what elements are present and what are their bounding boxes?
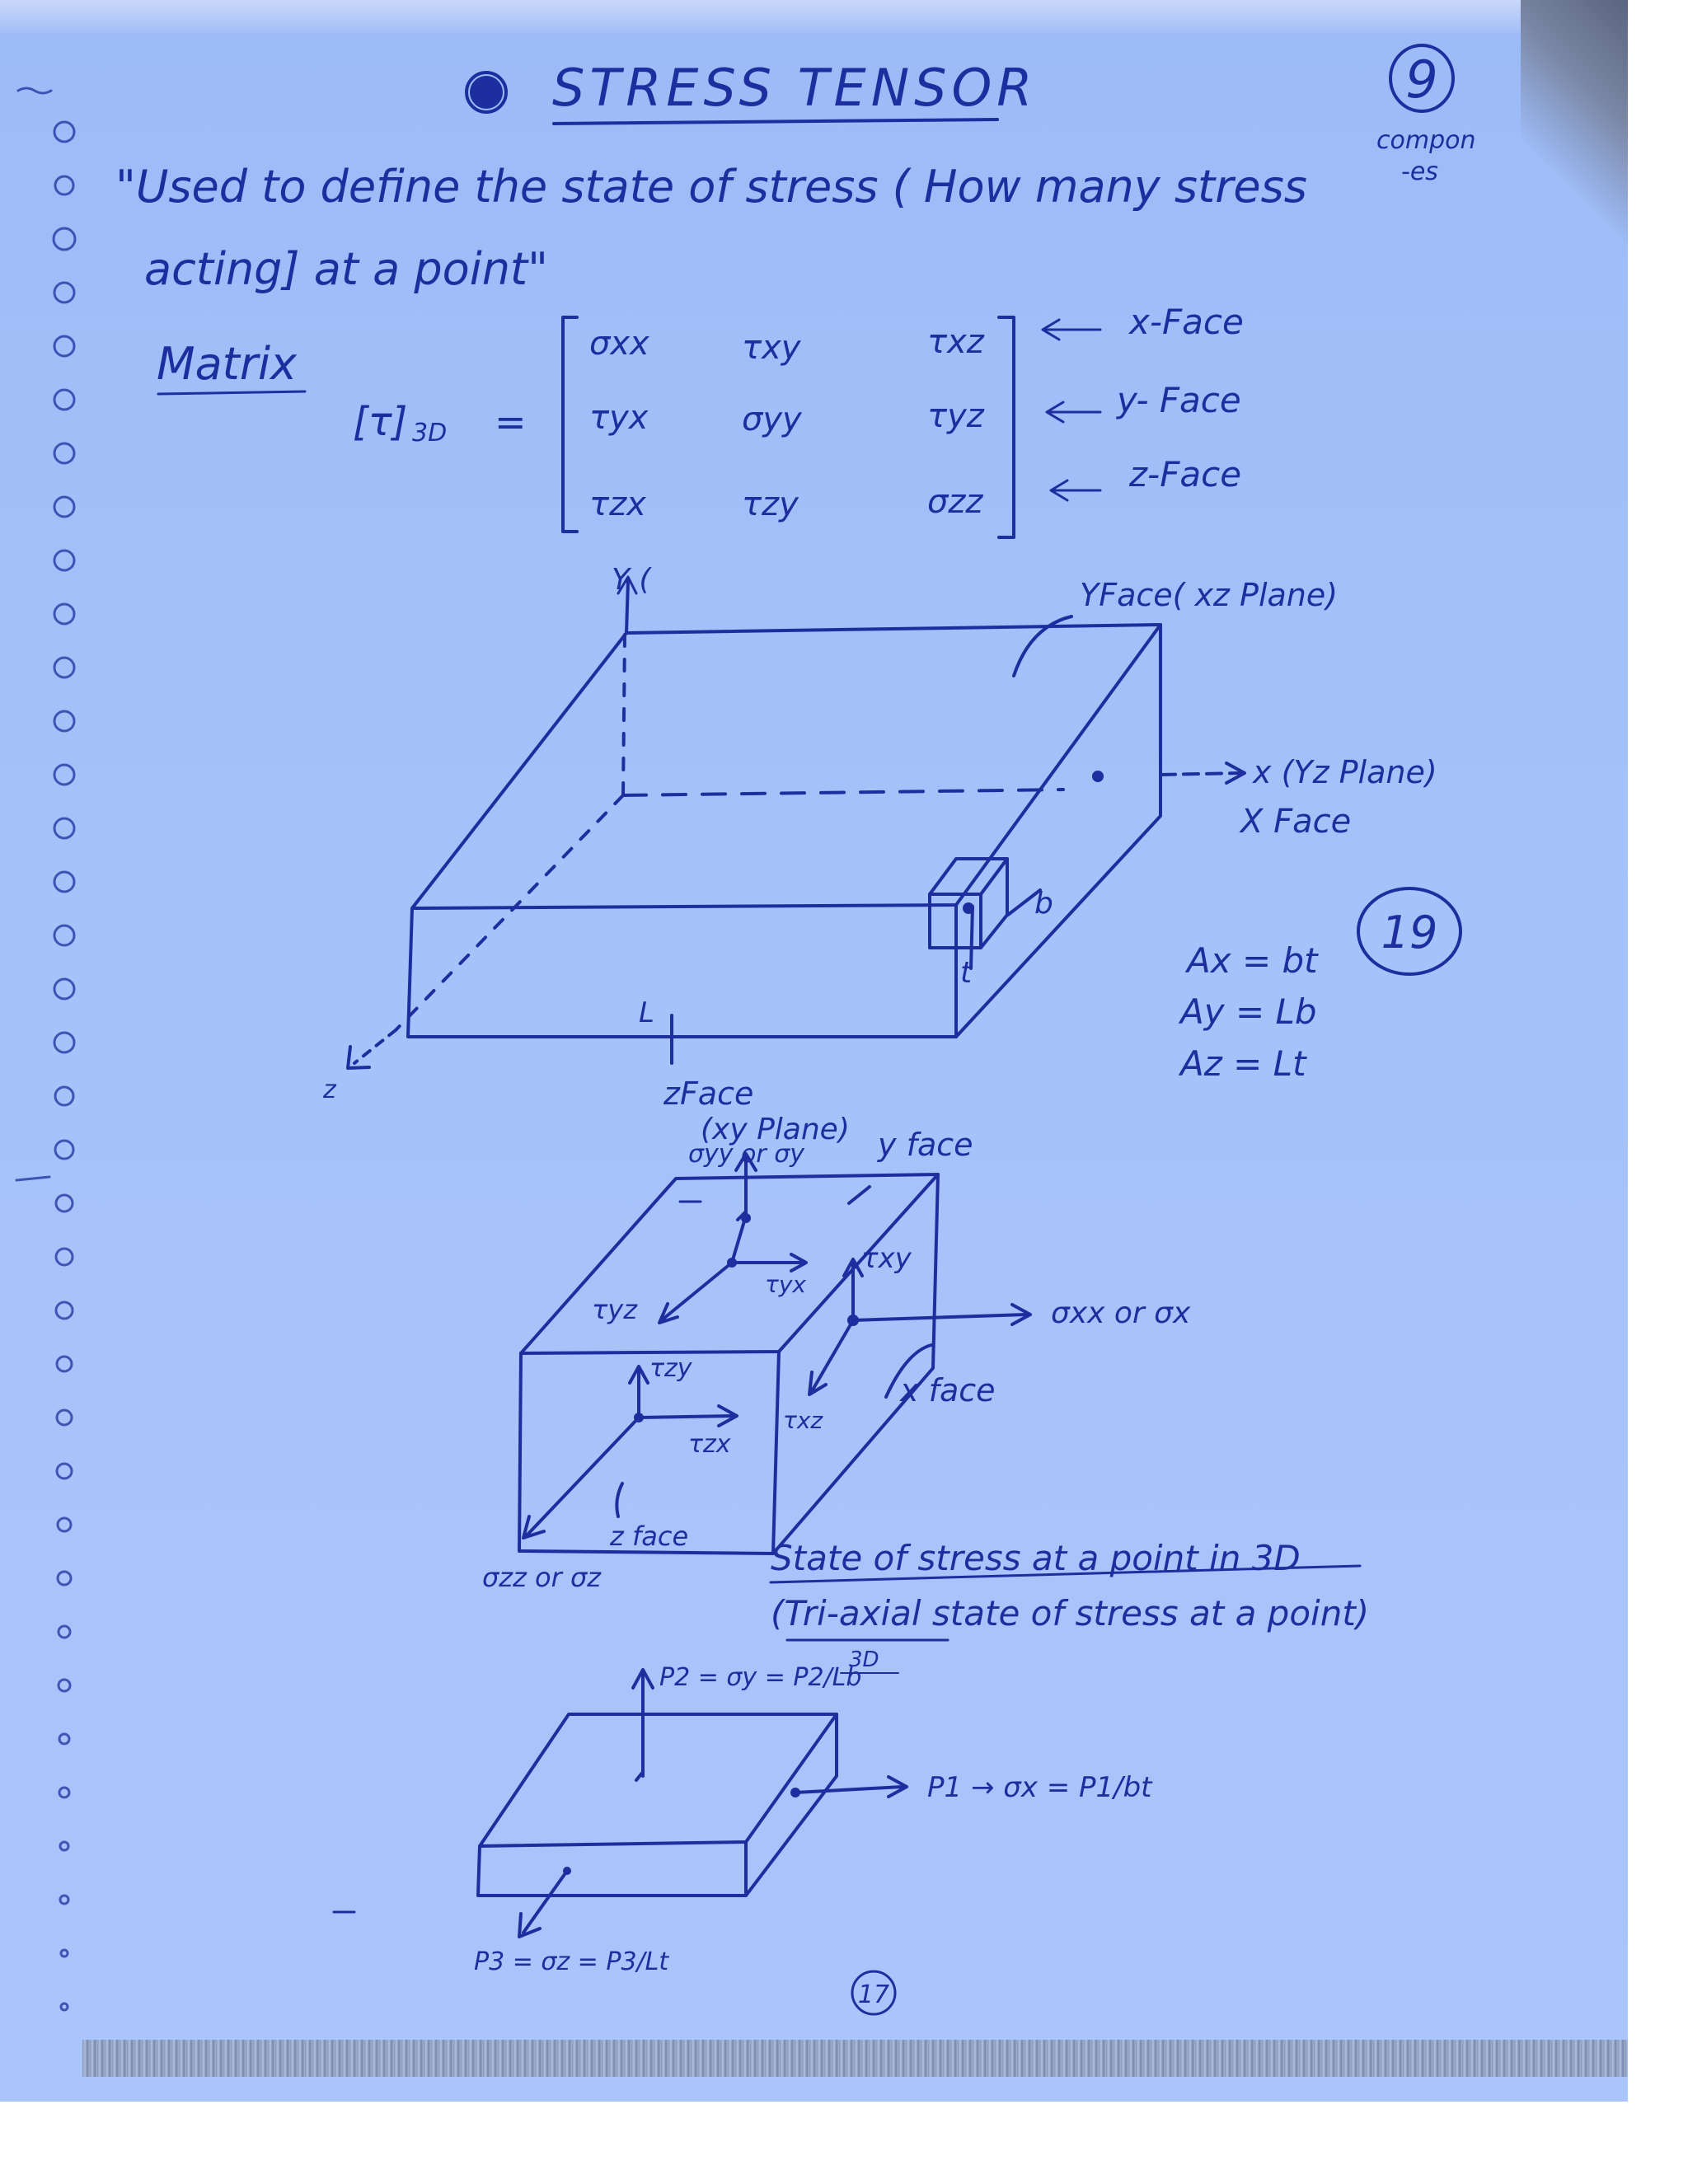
spiral-binding xyxy=(15,87,77,2012)
matrix-heading-underline xyxy=(157,390,307,396)
matrix-right-bracket xyxy=(997,316,1015,539)
matrix-heading: Matrix xyxy=(157,338,298,390)
tau-yz-label: τyz xyxy=(592,1294,638,1325)
tau-xy-label: τxy xyxy=(861,1242,912,1275)
matrix-cell-tau-zy: τzy xyxy=(742,485,799,523)
element-diagram xyxy=(518,1152,1032,1555)
matrix-cell-tau-xy: τxy xyxy=(742,329,802,367)
matrix-cell-sigma-xx: σxx xyxy=(589,325,649,363)
p2-label: P2 = σy = P2/Lb xyxy=(659,1663,861,1692)
x-face-point xyxy=(1092,771,1104,782)
matrix-lhs: [τ] xyxy=(353,399,407,445)
area-x: Ax = bt xyxy=(1184,940,1319,981)
matrix-cell-tau-zx: τzx xyxy=(589,485,646,523)
definition-compon: compon xyxy=(1376,126,1475,155)
thickness-label: t xyxy=(960,956,973,990)
face-arrows xyxy=(1041,318,1102,502)
notebook-page: STRESS TENSOR 9 compon "Used to define t… xyxy=(0,0,1628,2102)
matrix-cell-tau-yz: τyz xyxy=(927,397,985,435)
caption-line-2: (Tri-axial state of stress at a point) xyxy=(771,1593,1369,1633)
sigma-z-label: σzz or σz xyxy=(482,1562,602,1593)
p1-label: P1 → σx = P1/bt xyxy=(927,1771,1153,1804)
face-label-z: z-Face xyxy=(1128,454,1241,494)
matrix-cell-sigma-yy: σyy xyxy=(742,401,803,438)
area-y: Ay = Lb xyxy=(1178,991,1317,1032)
page-title: STRESS TENSOR xyxy=(552,58,1037,118)
page-number: 9 xyxy=(1405,49,1437,110)
matrix-cell-sigma-zz: σzz xyxy=(927,483,983,521)
tau-xz-label: τxz xyxy=(783,1407,823,1434)
svg-text:19: 19 xyxy=(1381,907,1438,958)
y-face-label: YFace( xz Plane) xyxy=(1080,577,1338,613)
breadth-label: b xyxy=(1034,887,1053,921)
x-face-label: X Face xyxy=(1239,803,1351,841)
cube-point xyxy=(963,902,974,914)
z-face-label: zFace xyxy=(663,1076,753,1112)
length-label: L xyxy=(639,996,654,1029)
definition-line-2: acting] at a point" xyxy=(144,243,548,295)
definition-line-1: "Used to define the state of stress ( Ho… xyxy=(115,161,1307,213)
binding-hole xyxy=(53,120,76,143)
sigma-x-label: σxx or σx xyxy=(1051,1296,1191,1330)
title-bullet xyxy=(465,71,508,114)
page-corner-shadow xyxy=(1521,0,1628,247)
slab-diagram xyxy=(346,575,1246,1070)
face-label-y: y- Face xyxy=(1115,380,1241,420)
matrix-cell-tau-xz: τxz xyxy=(927,323,985,361)
caption-line-1: State of stress at a point in 3D xyxy=(771,1538,1301,1578)
matrix-left-bracket xyxy=(561,316,579,533)
y-axis-label: Y ( xyxy=(612,563,652,597)
bottom-circled-number: 17 xyxy=(851,1970,897,2016)
loading-diagram xyxy=(332,1668,908,1938)
matrix-lhs-subscript: 3D xyxy=(412,419,447,448)
page-bottom-edge xyxy=(82,2040,1628,2077)
element-x-face-label: x face xyxy=(899,1372,996,1408)
area-z: Az = Lt xyxy=(1178,1043,1307,1084)
element-y-face-label: y face xyxy=(877,1127,973,1163)
sigma-y-label: σyy or σy xyxy=(688,1140,805,1169)
matrix-equals: = xyxy=(495,400,527,444)
matrix-cell-tau-yx: τyx xyxy=(589,399,649,437)
z-axis-label: z xyxy=(322,1076,337,1104)
caption-subscript: 3D xyxy=(849,1647,879,1672)
face-label-x: x-Face xyxy=(1128,302,1244,342)
handwritten-notes: STRESS TENSOR 9 compon "Used to define t… xyxy=(115,44,1475,2016)
definition-suffix: -es xyxy=(1401,157,1438,186)
element-z-face-label: z face xyxy=(609,1521,688,1552)
page-number-circle: 9 xyxy=(1389,44,1455,113)
tau-zy-label: τzy xyxy=(649,1354,693,1383)
caption-underline xyxy=(769,1564,1362,1584)
title-underline xyxy=(552,118,999,125)
svg-text:17: 17 xyxy=(858,1980,889,2009)
tau-yx-label: τyx xyxy=(765,1271,806,1298)
page-top-edge xyxy=(0,0,1628,33)
circled-number: 19 xyxy=(1357,887,1462,976)
p3-label: P3 = σz = P3/Lt xyxy=(474,1947,669,1976)
x-axis-label: x (Yz Plane) xyxy=(1252,754,1437,790)
z-face-plane-label: (xy Plane) xyxy=(701,1113,850,1146)
binding-squiggle xyxy=(16,87,53,95)
tau-zx-label: τzx xyxy=(688,1430,731,1459)
